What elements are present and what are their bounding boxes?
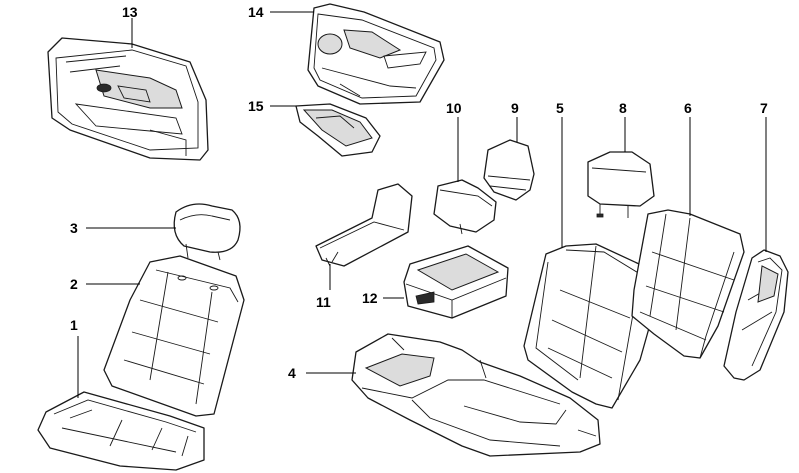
part-front-backrest	[103, 255, 245, 417]
callout-1: 1	[70, 317, 78, 333]
callout-10: 10	[446, 100, 462, 116]
part-center-headrest	[433, 179, 497, 235]
part-rear-headrest	[587, 151, 655, 218]
part-storage-box	[403, 245, 509, 319]
part-armrest-cover	[315, 183, 413, 267]
part-front-headrest	[173, 203, 241, 261]
part-rear-backrest-right	[631, 209, 745, 359]
callout-13: 13	[122, 4, 138, 20]
callout-3: 3	[70, 220, 78, 236]
callout-15: 15	[248, 98, 264, 114]
part-front-door-panel	[47, 37, 209, 161]
part-rear-backrest-left	[523, 243, 659, 409]
callout-5: 5	[556, 100, 564, 116]
part-front-seat-cushion	[37, 391, 205, 471]
callout-2: 2	[70, 276, 78, 292]
callout-9: 9	[511, 100, 519, 116]
part-side-bolster	[723, 249, 789, 381]
callout-14: 14	[248, 4, 264, 20]
callout-8: 8	[619, 100, 627, 116]
callout-4: 4	[288, 365, 296, 381]
callout-6: 6	[684, 100, 692, 116]
callout-7: 7	[760, 100, 768, 116]
part-headrest-cover	[483, 139, 535, 201]
callout-12: 12	[362, 290, 378, 306]
part-rear-seat-cushion	[351, 333, 601, 457]
part-rear-door-panel	[307, 3, 445, 105]
part-armrest-trim	[295, 103, 381, 157]
callout-11: 11	[316, 294, 331, 310]
